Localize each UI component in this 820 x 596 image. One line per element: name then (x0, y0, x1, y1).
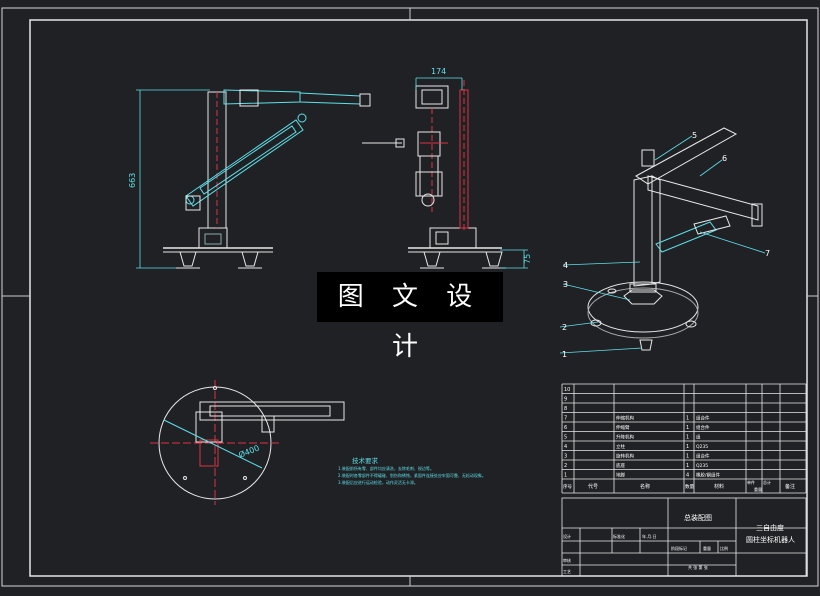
bom-row-qty: 1 (686, 454, 689, 460)
sheet-label: 共 张 第 张 (688, 564, 708, 570)
bom-row-name: 地脚 (616, 472, 625, 479)
bom-row-qty: 1 (686, 425, 689, 431)
bom-row-name: 升降机构 (616, 434, 634, 441)
technical-requirements: 技术要求 1.装配前所有零、部件均应清洗，去除毛刺、锐边等。 2.装配时各零部件… (338, 456, 486, 485)
scale-label: 比例 (720, 545, 728, 551)
bom-row-number: 4 (564, 444, 567, 450)
review-label: 审核 (563, 557, 571, 563)
bom-row-name: 伸缩臂 (616, 424, 630, 431)
bom-row-material: Q235 (696, 463, 708, 469)
callout-7: 7 (765, 249, 770, 258)
bom-row-material: 橡胶/钢组件 (696, 472, 721, 479)
title-block-text: 总装配图 三自由度 圆柱坐标机器人 设计 标准化 审核 工艺 阶段标记 重量 比… (563, 513, 795, 574)
side-view (362, 80, 506, 269)
dimension-174-label: 174 (431, 67, 446, 76)
dimension-663 (136, 89, 210, 269)
part-callout-labels: 1 2 3 4 5 6 7 (562, 131, 770, 359)
bom-row-qty: 1 (686, 444, 689, 450)
tech-req-item: 2.装配时各零部件不得磕碰、划伤和锈蚀，紧固件连接处应牢固可靠、无松动现象。 (338, 472, 486, 478)
dimension-174 (415, 77, 463, 90)
bom-header-no: 序号 (563, 483, 572, 490)
standard-label: 标准化 (613, 533, 625, 539)
dates-label: 年.月.日 (642, 533, 657, 539)
plan-view (150, 380, 345, 505)
dimension-400-label: Ø400 (237, 442, 261, 459)
watermark-banner: 图 文 设 计 (317, 272, 503, 362)
bom-header-code: 代号 (588, 483, 598, 490)
product-name: 三自由度 (756, 523, 784, 532)
callout-1: 1 (562, 350, 567, 359)
title-block (561, 497, 807, 577)
bom-row-name: 立柱 (616, 443, 625, 450)
weight-label: 重量 (703, 545, 711, 551)
drawing-name: 总装配图 (684, 513, 712, 522)
bom-row-number: 1 (564, 473, 567, 479)
dimension-75-label: 75 (523, 254, 532, 264)
bom-row-material: 组合件 (696, 453, 710, 460)
bom-row-name: 底座 (616, 462, 625, 469)
callout-2: 2 (562, 323, 567, 332)
bom-row-qty: 1 (686, 416, 689, 422)
bom-row-material: 组合件 (696, 424, 710, 431)
tech-req-item: 3.装配后应进行运动检验，动作灵活无卡滞。 (338, 479, 418, 485)
callout-4: 4 (563, 261, 568, 270)
bom-row-number: 5 (564, 435, 567, 441)
tech-req-item: 1.装配前所有零、部件均应清洗，去除毛刺、锐边等。 (338, 465, 434, 471)
bom-row-qty: 4 (686, 473, 689, 479)
bom-header-name: 名称 (640, 483, 650, 490)
inner-frame (29, 19, 808, 577)
bom-header-unit-weight: 单件 (747, 479, 755, 485)
bom-row-qty: 1 (686, 463, 689, 469)
bom-header-material: 材料 (714, 483, 724, 490)
bom-row-qty: 1 (686, 435, 689, 441)
callout-6: 6 (722, 154, 727, 163)
bom-row-name: 伸缩机构 (616, 415, 634, 422)
bom-row-number: 9 (564, 397, 567, 403)
bom-row-number: 7 (564, 416, 567, 422)
bom-row-material: 组 (696, 434, 701, 441)
bom-header-weight: 重量 (754, 486, 762, 492)
bom-header-total-weight: 总计 (763, 479, 771, 485)
bom-row-name: 旋转机构 (616, 453, 634, 460)
bom-row-number: 8 (564, 406, 567, 412)
bom-row-number: 3 (564, 454, 567, 460)
callout-3: 3 (563, 280, 568, 289)
dimension-75 (500, 249, 528, 269)
design-label: 设计 (563, 533, 571, 539)
process-label: 工艺 (563, 569, 571, 574)
bom-header-note: 备注 (785, 483, 795, 490)
product-name: 圆柱坐标机器人 (746, 535, 795, 544)
bom-row-material: Q235 (696, 444, 708, 450)
isometric-view (587, 127, 763, 351)
bom-row-number: 10 (564, 387, 570, 393)
bom-row-material: 组合件 (696, 415, 710, 422)
dimension-663-label: 663 (128, 173, 137, 188)
front-view (163, 89, 371, 269)
bom-row-number: 2 (564, 463, 567, 469)
leader-lines (559, 135, 766, 354)
bom-table (561, 383, 807, 494)
stage-mark-label: 阶段标记 (671, 545, 687, 551)
bom-header-qty: 数量 (685, 483, 694, 490)
bom-row-number: 6 (564, 425, 567, 431)
callout-5: 5 (692, 131, 697, 140)
tech-req-title: 技术要求 (352, 456, 379, 465)
